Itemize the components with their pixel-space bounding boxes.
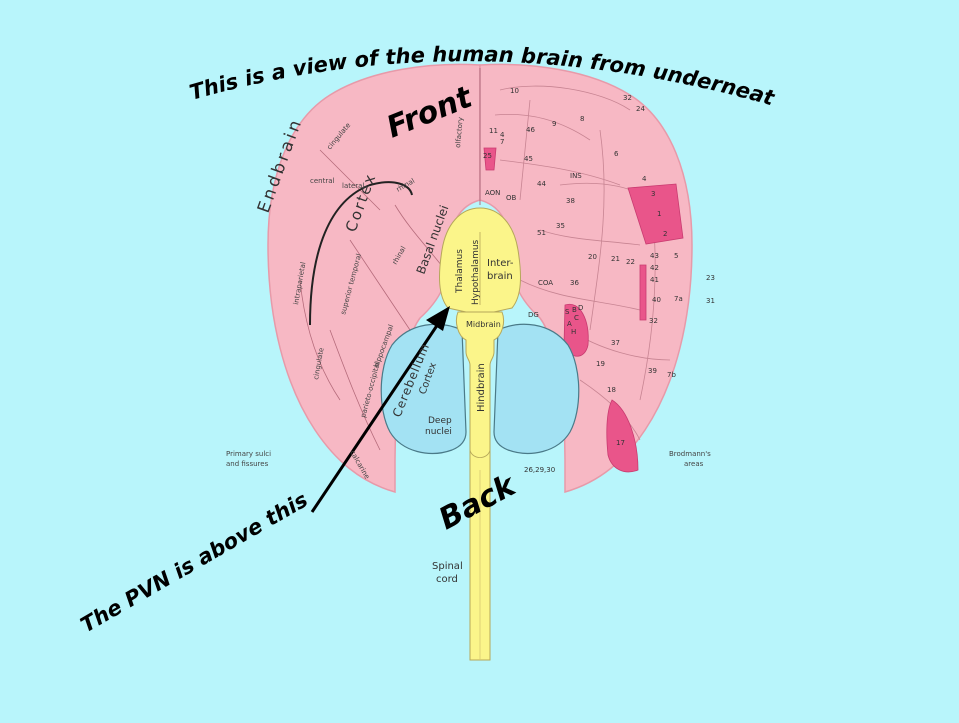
brodmann-number: 4 bbox=[642, 175, 647, 183]
brodmann-number: 21 bbox=[611, 255, 620, 263]
hindbrain-label: Hindbrain bbox=[476, 363, 487, 412]
brodmann-number: 7b bbox=[667, 371, 676, 379]
brodmann-number: 41 bbox=[650, 276, 659, 284]
pvn-arrow bbox=[310, 306, 450, 513]
brodmann-number: 24 bbox=[636, 105, 645, 113]
thalamus-label: Thalamus bbox=[455, 249, 465, 294]
brodmann-number: 2 bbox=[663, 230, 667, 238]
brodmann-number: 9 bbox=[552, 120, 556, 128]
brodmann-number: 26,29,30 bbox=[524, 466, 555, 474]
brodmann-number: 35 bbox=[556, 222, 565, 230]
region-label: A bbox=[567, 320, 572, 328]
region-label: INS bbox=[570, 172, 582, 180]
brodmann-number: 46 bbox=[526, 126, 535, 134]
and-fissures-label: and fissures bbox=[226, 460, 269, 468]
brodmann-number: 23 bbox=[706, 274, 715, 282]
brodmann-number: 38 bbox=[566, 197, 575, 205]
brodmann-number: 32 bbox=[649, 317, 658, 325]
brodmann-number: 3 bbox=[651, 190, 655, 198]
brodmann-number: 31 bbox=[706, 297, 715, 305]
brodmann-number: 19 bbox=[596, 360, 605, 368]
cerebellum-left-lobe bbox=[380, 323, 467, 454]
region-label: D bbox=[578, 304, 583, 312]
brodmann-number: 42 bbox=[650, 264, 659, 272]
brodmann-number: 40 bbox=[652, 296, 661, 304]
cord-label: cord bbox=[436, 574, 458, 585]
primary-sulci-label: Primary sulci bbox=[226, 450, 271, 458]
region-label: AON bbox=[485, 189, 500, 197]
brodmann-number: 17 bbox=[616, 439, 625, 447]
region-label: S bbox=[565, 308, 570, 316]
areas-label: areas bbox=[684, 460, 704, 468]
brodmann-number: 10 bbox=[510, 87, 519, 95]
region-label: B bbox=[572, 306, 577, 314]
brodmann-number: 7 bbox=[500, 138, 504, 146]
region-label: OB bbox=[506, 194, 517, 202]
midbrain-label: Midbrain bbox=[466, 320, 501, 329]
brodmann-number: 36 bbox=[570, 279, 579, 287]
brodmanns-label: Brodmann's bbox=[669, 450, 711, 458]
brodmann-number: 32 bbox=[623, 94, 632, 102]
brodmann-number: 8 bbox=[580, 115, 584, 123]
brodmann-number: 39 bbox=[648, 367, 657, 375]
cerebellum-right-lobe bbox=[493, 323, 580, 454]
brodmann-number: 25 bbox=[483, 152, 492, 160]
spinal-label: Spinal bbox=[432, 561, 463, 572]
region-label: COA bbox=[538, 279, 553, 287]
brodmann-number: 6 bbox=[614, 150, 619, 158]
sulcus-label: olfactory bbox=[454, 117, 465, 148]
brodmann-number: 4 bbox=[500, 131, 505, 139]
brodmann-number: 22 bbox=[626, 258, 635, 266]
brodmann-number: 51 bbox=[537, 229, 546, 237]
interbrain-label-2: brain bbox=[487, 271, 513, 282]
pvn-caption: The PVN is above this bbox=[77, 488, 312, 638]
brodmann-number: 11 bbox=[489, 127, 498, 135]
hypothalamus-label: Hypothalamus bbox=[471, 239, 481, 305]
brodmann-boundaries bbox=[494, 85, 671, 441]
interbrain-label-1: Inter- bbox=[487, 258, 514, 269]
brodmann-number: 44 bbox=[537, 180, 546, 188]
region-label: H bbox=[571, 328, 576, 336]
brodmann-highlights bbox=[483, 147, 684, 473]
brodmann-number: 5 bbox=[674, 252, 678, 260]
brodmann-number: 7a bbox=[674, 295, 683, 303]
brodmann-number: 37 bbox=[611, 339, 620, 347]
brodmann-number: 20 bbox=[588, 253, 597, 261]
deep-label: Deep bbox=[428, 416, 452, 426]
brodmann-number: 43 bbox=[650, 252, 659, 260]
brodmann-number: 18 bbox=[607, 386, 616, 394]
brodmann-number: 45 bbox=[524, 155, 533, 163]
region-label: DG bbox=[528, 311, 539, 319]
sulcus-label: lateral bbox=[342, 182, 364, 190]
cortex-arc-line bbox=[309, 181, 413, 326]
nuclei-label: nuclei bbox=[425, 427, 452, 437]
region-label: C bbox=[574, 314, 579, 322]
sulcus-label: central bbox=[310, 177, 335, 185]
brodmann-number: 1 bbox=[657, 210, 661, 218]
